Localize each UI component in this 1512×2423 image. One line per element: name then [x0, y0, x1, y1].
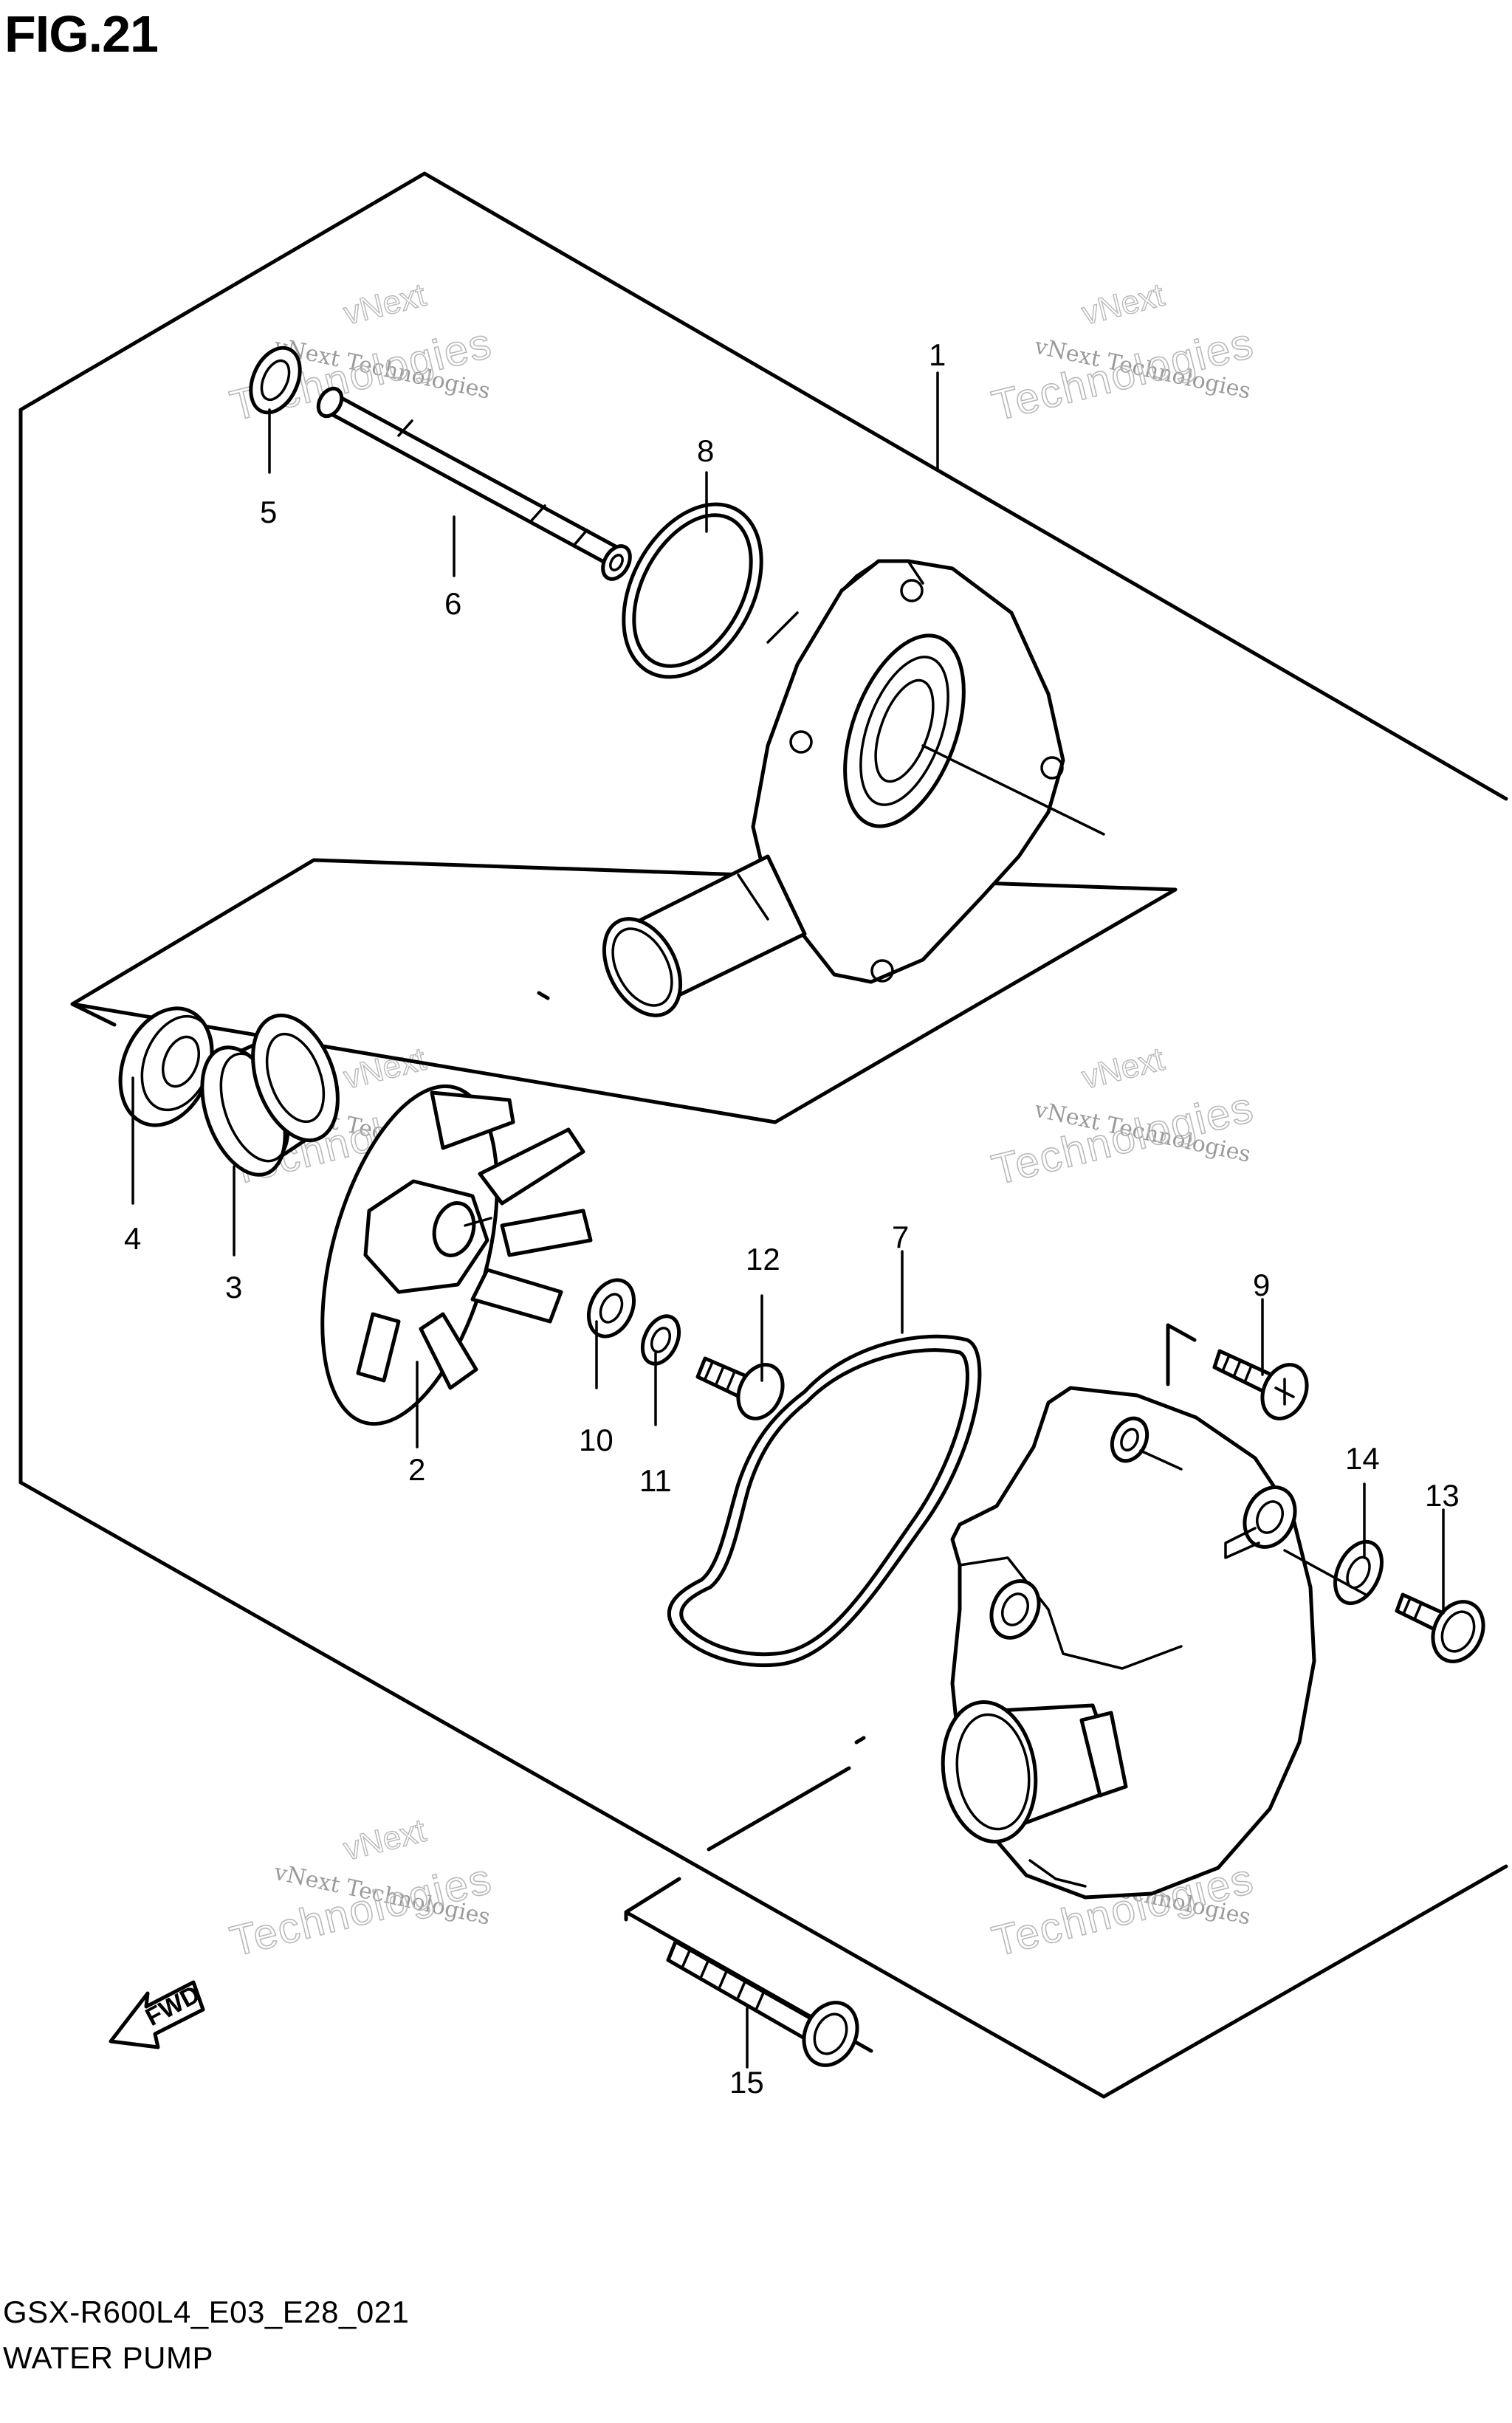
outer-assembly-frame: [18, 171, 1508, 2099]
callout-5: 5: [260, 495, 277, 529]
svg-text:vNext: vNext: [340, 1812, 430, 1868]
part-4-oil-seal: [118, 1006, 214, 1127]
figure-code: GSX-R600L4_E03_E28_021: [3, 2295, 410, 2329]
callout-13: 13: [1425, 1478, 1460, 1513]
leader-lines: [131, 371, 1445, 2069]
callout-10: 10: [579, 1423, 614, 1457]
callout-2: 2: [408, 1452, 425, 1487]
part-14-washer: [1333, 1539, 1384, 1606]
callout-3: 3: [225, 1270, 242, 1305]
svg-text:Technologies: Technologies: [987, 319, 1259, 430]
svg-text:vNext: vNext: [340, 1041, 430, 1096]
watermark-bottom-left: vNext vNext Technologies Technologies: [225, 1812, 498, 1966]
part-12-bolt: [695, 1356, 785, 1420]
part-5-washer: [249, 346, 302, 415]
inner-frame-dash: [537, 991, 550, 1000]
part-13-bolt: [1395, 1592, 1485, 1663]
callout-11: 11: [639, 1463, 672, 1498]
part-3-mechanical-seal: [200, 1013, 340, 1177]
pump-cover: [941, 1386, 1367, 1900]
callout-6: 6: [444, 586, 461, 621]
svg-text:vNext: vNext: [1079, 277, 1168, 332]
svg-text:vNext: vNext: [1079, 1041, 1168, 1096]
part-10-washer: [587, 1278, 636, 1338]
inner-assembly-frame: [70, 858, 1178, 1124]
callout-4: 4: [124, 1221, 141, 1256]
figure-title: FIG.21: [4, 5, 159, 63]
part-7-gasket: [667, 1334, 982, 1668]
part-2-impeller: [320, 1084, 593, 1426]
callout-8: 8: [697, 433, 714, 468]
callout-labels: 1 2 3 4 5 6 7 8 9 10 11 12 13 14 15: [124, 337, 1460, 2100]
callout-7: 7: [892, 1220, 909, 1254]
callout-14: 14: [1345, 1441, 1380, 1476]
watermark-top-right: vNext vNext Technologies Technologies: [987, 276, 1260, 430]
svg-text:Technologies: Technologies: [225, 1855, 497, 1966]
callout-9: 9: [1253, 1268, 1270, 1302]
watermark-middle-right: vNext vNext Technologies Technologies: [987, 1040, 1260, 1195]
cover-bracket-dash: [854, 1736, 866, 1745]
forward-direction-arrow: FWD: [109, 1980, 205, 2049]
part-8-o-ring: [622, 502, 763, 679]
figure-name: WATER PUMP: [3, 2340, 213, 2375]
callout-15: 15: [729, 2065, 764, 2100]
svg-text:vNext: vNext: [340, 277, 430, 332]
svg-text:Technologies: Technologies: [987, 1083, 1259, 1195]
part-1-pump-housing: [602, 559, 1105, 1017]
part-9-bolt: [1212, 1349, 1309, 1420]
cover-bracket: [624, 1323, 1197, 2053]
part-11-washer: [640, 1314, 681, 1366]
callout-12: 12: [746, 1242, 780, 1276]
part-15-long-bolt: [666, 1939, 859, 2067]
part-6-shaft: [316, 386, 632, 581]
callout-1: 1: [929, 337, 946, 372]
